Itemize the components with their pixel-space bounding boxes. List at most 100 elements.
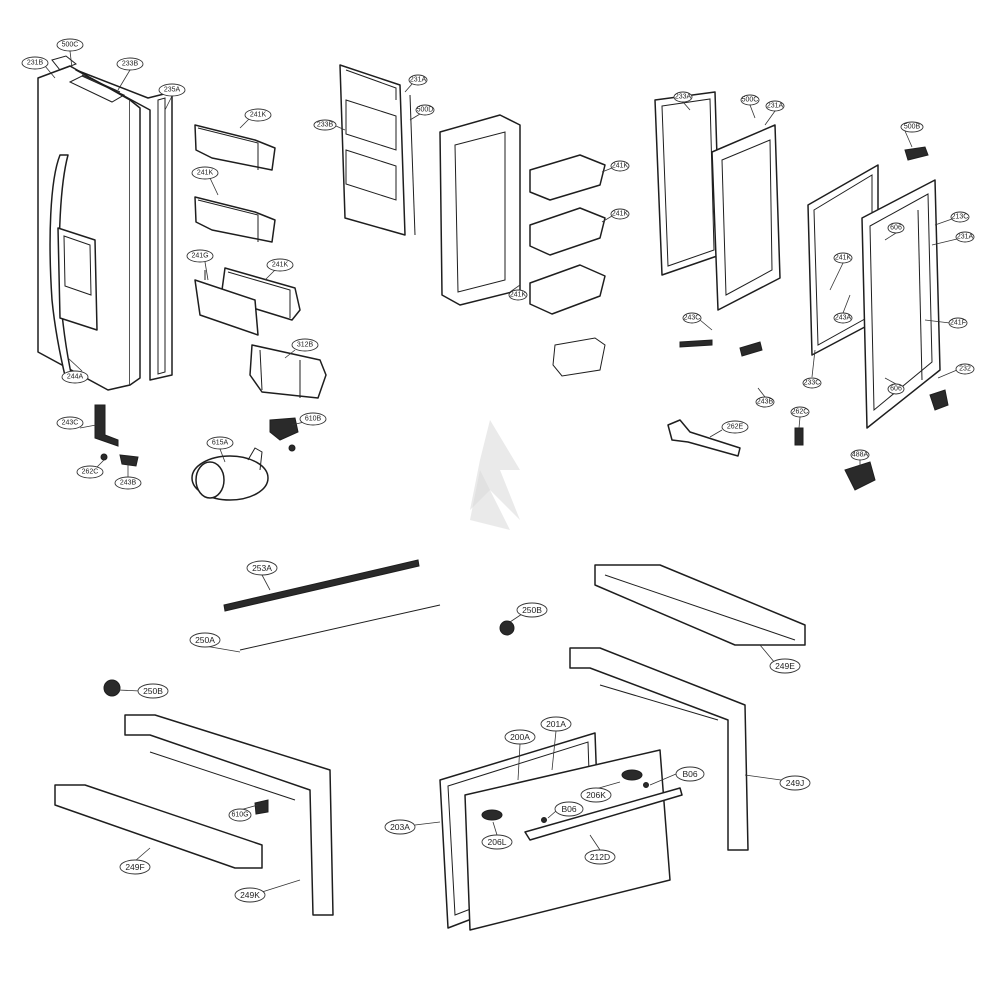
leader-line — [69, 50, 73, 69]
callout-241K-2: 241K — [191, 166, 219, 180]
callout-212D: 212D — [584, 849, 616, 865]
callout-201A: 201A — [540, 716, 572, 732]
callout-B06-b: B06 — [554, 801, 584, 817]
leader-line — [682, 101, 691, 111]
callout-text: 244A — [67, 374, 84, 381]
leader-line — [551, 730, 557, 771]
rail-249K — [124, 714, 334, 916]
leader-line — [414, 821, 441, 826]
callout-262C: 262C — [76, 465, 104, 479]
callout-text: 231A — [957, 234, 974, 241]
leader-line — [335, 125, 346, 131]
callout-text: 241K — [612, 211, 629, 218]
callout-text: 243A — [835, 315, 852, 322]
callout-text: B06 — [561, 804, 576, 814]
callout-231B: 231B — [21, 56, 49, 70]
ice-bin — [249, 344, 327, 399]
left-door-assembly — [37, 55, 173, 391]
rod-250A — [239, 604, 441, 651]
leader-line — [67, 357, 83, 372]
callout-text: 212D — [590, 852, 610, 862]
leader-line — [842, 294, 851, 314]
door-bin-2 — [194, 196, 276, 243]
callout-text: 241K — [250, 112, 267, 119]
leader-line — [239, 117, 251, 129]
drawer-front — [464, 749, 683, 931]
callout-233B: 233B — [116, 57, 144, 71]
callout-labels: 231B 500C 233B 235A 241K 241K 241G 241K … — [21, 38, 975, 903]
callout-250B-l: 250B — [137, 683, 169, 699]
callout-610G: 610G — [228, 808, 252, 822]
rail-249E — [594, 564, 806, 646]
callout-text: 233B — [317, 122, 334, 129]
callout-235A: 235A — [158, 83, 186, 97]
callout-text: 249F — [125, 862, 144, 872]
callout-606-b: 606 — [887, 383, 905, 395]
drawer-small-parts — [254, 769, 649, 823]
callout-text: 610G — [231, 812, 248, 819]
leader-line — [798, 416, 801, 429]
leader-line — [134, 847, 151, 862]
callout-500D: 500D — [415, 104, 435, 116]
callout-text: 250B — [143, 686, 163, 696]
callout-241K-m1: 241K — [610, 160, 630, 172]
callout-243A: 243A — [833, 312, 853, 324]
callout-text: 241K — [510, 292, 527, 299]
rail-249J — [569, 647, 749, 851]
callout-text: 235A — [164, 87, 181, 94]
callout-text: 243C — [62, 420, 79, 427]
callout-243B-r: 243B — [755, 396, 775, 408]
rail-249F — [54, 784, 263, 869]
callout-500C: 500C — [56, 38, 84, 52]
leader-line — [509, 284, 521, 293]
callout-text: 615A — [212, 440, 229, 447]
callout-615A: 615A — [206, 436, 234, 450]
leader-line — [924, 319, 951, 324]
leader-line — [264, 269, 276, 281]
callout-233B-mid: 233B — [313, 119, 337, 131]
leader-line — [709, 429, 723, 438]
callout-231A-mid: 231A — [408, 74, 428, 86]
door-panel-right — [861, 179, 941, 429]
callout-250B-r: 250B — [516, 602, 548, 618]
leader-line — [601, 215, 613, 223]
callout-249J: 249J — [779, 775, 811, 791]
callout-206L: 206L — [481, 834, 513, 850]
callout-249K: 249K — [234, 887, 266, 903]
callout-text: 233C — [804, 380, 821, 387]
leader-line — [589, 834, 601, 851]
callout-232: 232 — [955, 363, 975, 375]
small-part-243B — [119, 454, 139, 467]
leader-line — [509, 613, 523, 623]
callout-253A: 253A — [246, 560, 278, 576]
leader-line — [409, 113, 421, 121]
wrench-tool — [667, 419, 741, 457]
callout-250A: 250A — [189, 632, 221, 648]
callout-B06-a: B06 — [675, 766, 705, 782]
door-bin-1 — [194, 124, 276, 171]
leader-line — [931, 238, 958, 246]
callout-text: 213C — [952, 214, 969, 221]
callout-241G: 241G — [186, 249, 214, 263]
callout-text: 232 — [959, 366, 971, 373]
leader-line — [749, 104, 756, 119]
callout-text: 253A — [252, 563, 272, 573]
callout-243C-r: 243C — [682, 312, 702, 324]
leader-line — [884, 232, 897, 241]
callout-241K-3: 241K — [266, 258, 294, 272]
callout-262C-r: 262C — [790, 406, 810, 418]
callout-text: 500C — [742, 97, 759, 104]
callout-text: 249J — [786, 778, 804, 788]
callout-text: 241K — [612, 163, 629, 170]
callout-text: 206L — [488, 837, 507, 847]
callout-text: 249K — [240, 890, 260, 900]
callout-text: 231A — [410, 77, 427, 84]
leader-line — [219, 448, 226, 463]
leader-line — [937, 369, 958, 379]
leader-line — [757, 387, 766, 398]
callout-241K-m3: 241K — [508, 289, 528, 301]
callout-text: 243B — [757, 399, 774, 406]
motor-assembly — [191, 447, 269, 501]
leader-line — [117, 689, 141, 692]
door-liner — [339, 64, 406, 236]
